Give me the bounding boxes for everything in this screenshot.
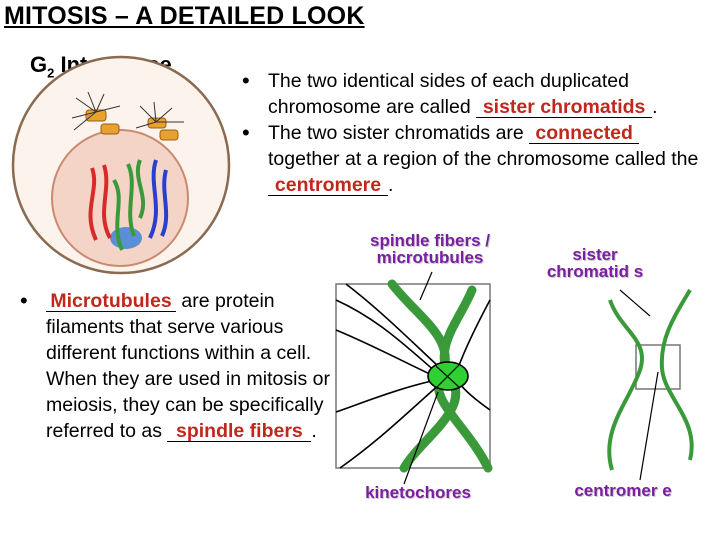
sister-chromatid-diagram <box>607 288 694 481</box>
bullet-text: The two sister chromatids are <box>268 122 530 144</box>
microtubules-note: • Microtubules are protein filaments tha… <box>20 288 338 444</box>
chromosome-green-2 <box>126 163 136 237</box>
answer-connected: connected <box>529 123 640 144</box>
kinetochore-mark <box>427 361 469 391</box>
kinetochore-pointer <box>403 391 439 485</box>
label-centromere: centromer e <box>574 481 672 500</box>
bullet-dot: • <box>242 120 250 145</box>
chromosome-blue-1 <box>148 159 158 239</box>
cell-diagram <box>11 55 231 275</box>
bullet-end: . <box>388 174 394 196</box>
bullet-text: The two identical sides of each duplicat… <box>268 70 629 118</box>
chromatid-d <box>659 288 694 461</box>
phase-letter: G <box>30 52 48 77</box>
bullet-text-middle: together at a region of the chromosome c… <box>268 148 699 170</box>
definition-bullets: • The two identical sides of each duplic… <box>238 68 708 198</box>
spindle-fibers <box>335 283 491 469</box>
answer-centromere: centromere <box>268 175 388 196</box>
bullet-sister-chromatids: • The two identical sides of each duplic… <box>238 68 708 120</box>
chromosome-red-2 <box>102 164 112 239</box>
answer-microtubules: Microtubules <box>46 291 176 312</box>
chromosome-green-1 <box>112 178 124 251</box>
chromosome-green-3 <box>135 159 146 219</box>
centromere-pointer <box>639 371 659 481</box>
note-content: Microtubules are protein filaments that … <box>20 288 338 444</box>
sister-pointer <box>619 289 651 317</box>
centromere-box <box>635 344 681 390</box>
nucleolus <box>110 227 142 249</box>
chromatid-c <box>607 299 644 471</box>
chromosome-red-1 <box>88 167 98 241</box>
note-end: . <box>311 420 317 442</box>
label-spindle-fibers: spindle fibers / microtubules <box>370 231 490 267</box>
zoom-box <box>335 283 491 469</box>
phase-subscript: 2 <box>47 65 55 81</box>
chromosome-blue-2 <box>160 169 169 237</box>
bullet-end: . <box>652 96 658 118</box>
answer-spindle-fibers: spindle fibers <box>167 421 312 442</box>
note-text: are protein filaments that serve various… <box>46 290 330 442</box>
spindle-pointer <box>419 271 433 301</box>
bullet-connected: • The two sister chromatids are connecte… <box>238 120 708 198</box>
label-sister-chromatids: sister chromatid s <box>546 245 644 281</box>
kinetochore-diagram <box>335 271 493 485</box>
answer-sister-chromatids: sister chromatids <box>476 97 653 118</box>
centriole-left <box>71 91 121 135</box>
bullet-dot: • <box>242 68 250 93</box>
page-title: MITOSIS – A DETAILED LOOK <box>4 2 365 30</box>
label-kinetochores: kinetochores <box>365 483 471 502</box>
centriole-right <box>135 101 184 141</box>
bullet-dot: • <box>20 288 28 313</box>
